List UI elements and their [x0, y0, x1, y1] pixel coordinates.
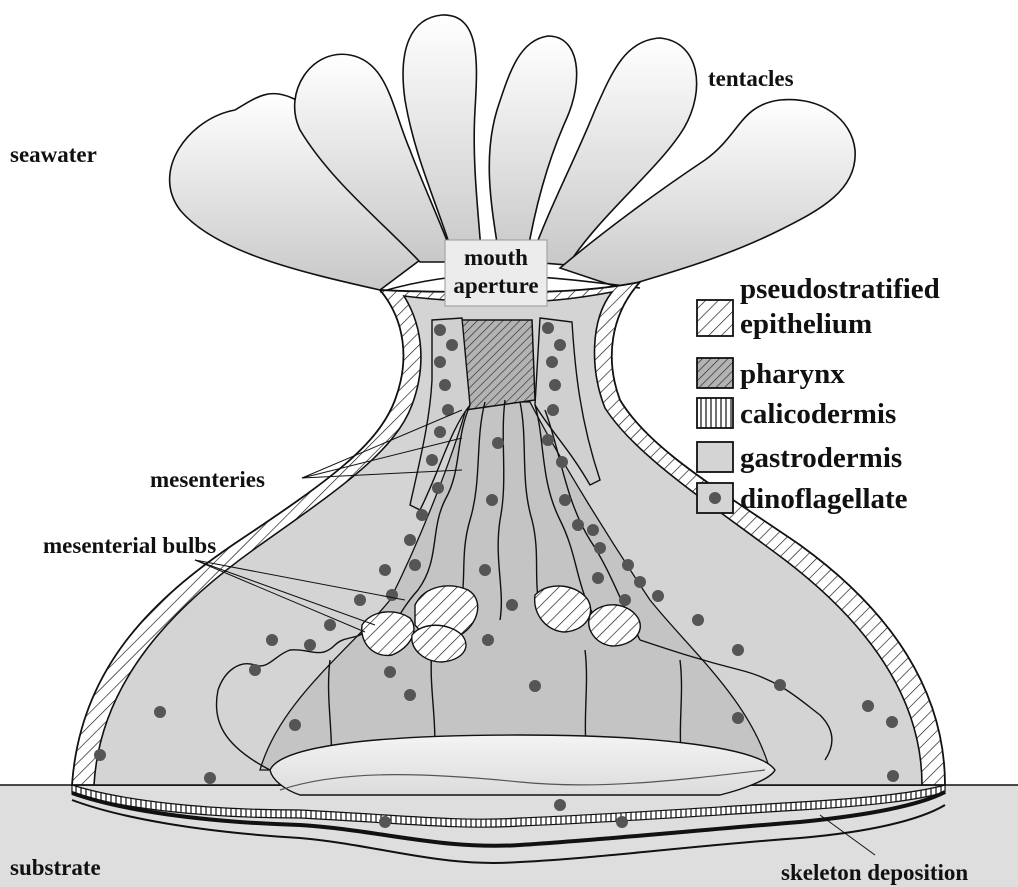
legend-swatch-calicodermis [697, 398, 733, 428]
tentacles-label: tentacles [708, 66, 794, 91]
seawater-label: seawater [10, 142, 97, 167]
mouth-label-line2: aperture [453, 273, 538, 298]
mouth-aperture-label: mouth aperture [445, 240, 547, 306]
legend-item-gastrodermis: gastrodermis [697, 442, 902, 474]
mouth-label-line1: mouth [464, 245, 528, 270]
pharynx [462, 320, 535, 410]
dinoflagellate-icon [709, 492, 721, 504]
legend-swatch-gastrodermis [697, 442, 733, 472]
legend-label-epithelium-line1: pseudostratified [740, 273, 940, 305]
legend-item-dinoflagellate: dinoflagellate [697, 483, 908, 515]
legend-swatch-pharynx [697, 358, 733, 388]
legend-label-calicodermis: calicodermis [740, 398, 896, 430]
legend-item-pseudostratified-epithelium: pseudostratified epithelium [697, 273, 940, 340]
skeleton-deposition-label: skeleton deposition [781, 860, 968, 885]
legend-label-pharynx: pharynx [740, 358, 845, 390]
legend-swatch-epithelium [697, 300, 733, 336]
legend-label-gastrodermis: gastrodermis [740, 442, 902, 474]
legend-item-calicodermis: calicodermis [697, 398, 896, 430]
mesenteries-label: mesenteries [150, 467, 265, 492]
legend-item-pharynx: pharynx [697, 358, 845, 390]
substrate-label: substrate [10, 855, 101, 880]
legend-label-dinoflagellate: dinoflagellate [740, 483, 908, 515]
legend: pseudostratified epithelium pharynx cali… [697, 273, 940, 515]
legend-label-epithelium-line2: epithelium [740, 308, 872, 340]
mesenterial-bulbs-label: mesenterial bulbs [43, 533, 216, 558]
